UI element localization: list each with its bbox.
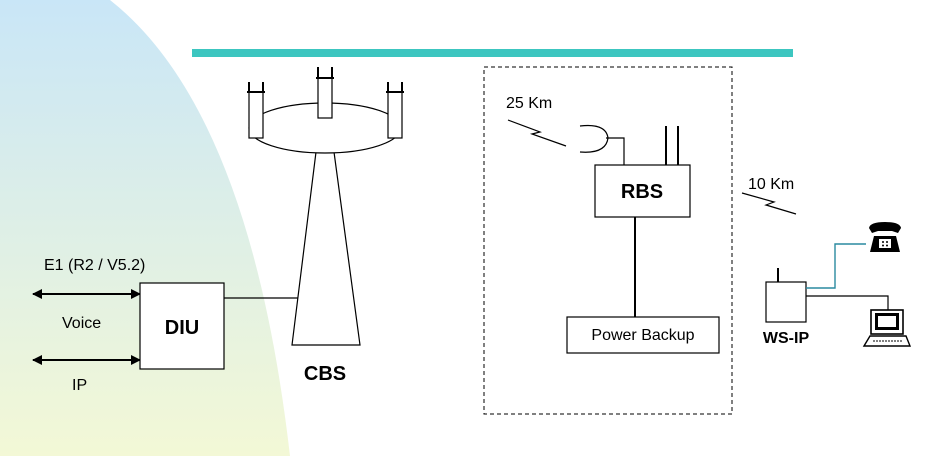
label-ip: IP — [72, 377, 87, 394]
background-curve — [0, 0, 290, 456]
radio-link-icon — [507, 119, 567, 147]
label-power-backup: Power Backup — [591, 327, 694, 344]
label-diu: DIU — [165, 317, 199, 339]
rbs-site-boundary — [483, 66, 733, 415]
dish-antenna-icon — [579, 124, 609, 153]
wsip-phone-link — [806, 243, 866, 289]
wsip-box — [765, 281, 807, 323]
cell-tower-antenna-icon — [386, 82, 404, 139]
cell-tower-antenna-icon — [247, 82, 265, 139]
label-10km: 10 Km — [748, 176, 794, 193]
telephone-icon — [869, 222, 901, 252]
wsip-computer-link — [806, 295, 889, 310]
label-cbs: CBS — [304, 363, 346, 385]
label-voice: Voice — [62, 315, 101, 332]
dish-feed-line — [606, 137, 625, 165]
label-rbs: RBS — [621, 181, 663, 203]
computer-icon — [862, 309, 912, 347]
label-25km: 25 Km — [506, 95, 552, 112]
label-wsip: WS-IP — [763, 330, 810, 347]
accent-bar — [192, 49, 793, 57]
label-e1: E1 (R2 / V5.2) — [44, 257, 145, 274]
radio-link-icon — [741, 192, 797, 215]
cell-tower-antenna-icon — [316, 67, 334, 119]
rbs-box — [594, 164, 691, 218]
cbs-tower — [247, 67, 404, 346]
diu-box — [139, 282, 225, 370]
power-backup-box — [566, 316, 720, 354]
